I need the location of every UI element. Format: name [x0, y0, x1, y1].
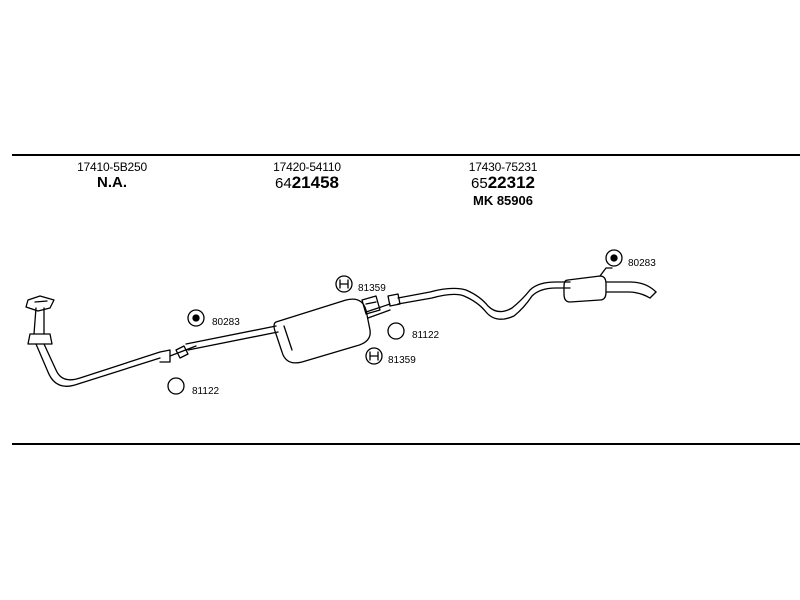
- callout-ring-mid: 81122: [412, 330, 440, 341]
- part-number: 6421458: [252, 174, 362, 193]
- front-pipe: [25, 295, 197, 387]
- middle-silencer: [185, 298, 391, 364]
- callout-bolt-mid-bottom: 81359: [388, 355, 416, 366]
- part-number-main: 21458: [291, 173, 339, 192]
- oem-number: 17410-5B250: [77, 160, 147, 174]
- front-clamp: [175, 345, 189, 359]
- bottom-divider: [12, 443, 800, 445]
- oem-number: 17430-75231: [468, 160, 538, 174]
- callout-ring-front: 81122: [192, 386, 220, 397]
- part-number-prefix: 65: [471, 175, 488, 192]
- callout-bolt-mid-top: 81359: [358, 283, 386, 294]
- middle-silencer-label: 17420-54110 6421458: [252, 160, 362, 193]
- callout-hanger-front: 80283: [212, 317, 240, 328]
- rear-silencer-label: 17430-75231 6522312 MK 85906: [448, 160, 558, 209]
- part-number: 6522312: [448, 174, 558, 193]
- part-number-main: 22312: [487, 173, 535, 192]
- middle-clamp: [361, 295, 381, 315]
- front-pipe-label: 17410-5B250 N.A.: [62, 160, 162, 192]
- part-number-prefix: 64: [275, 175, 292, 192]
- availability-status: N.A.: [97, 174, 127, 191]
- callout-symbols: [167, 249, 623, 395]
- callout-hanger-rear: 80283: [628, 258, 656, 269]
- top-divider: [12, 154, 800, 156]
- oem-number: 17420-54110: [273, 160, 341, 174]
- rear-silencer: [387, 267, 657, 320]
- mounting-kit-ref: MK 85906: [473, 193, 533, 208]
